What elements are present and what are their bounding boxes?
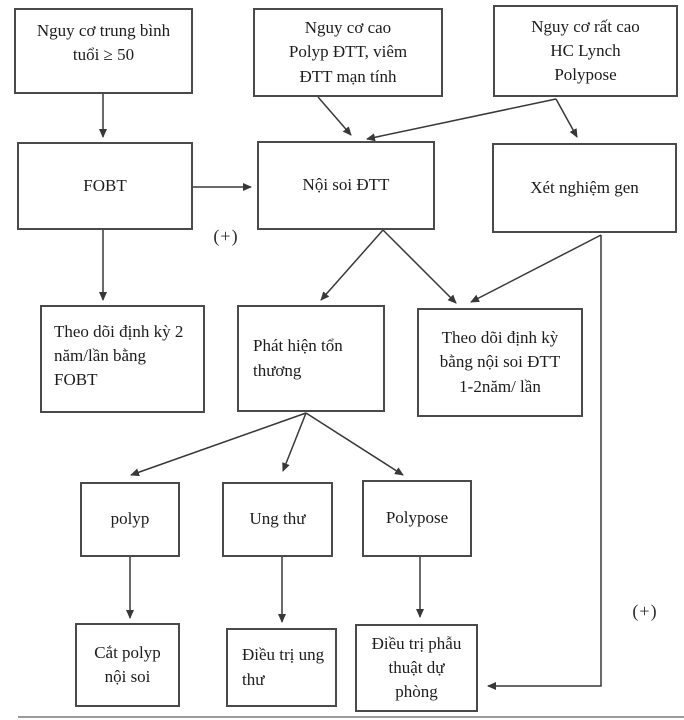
page-edge-line bbox=[18, 716, 684, 718]
node-followup-colonoscopy-label: Theo dõi định kỳ bằng nội soi ĐTT 1-2năm… bbox=[439, 328, 561, 396]
node-cancer-treatment-label: Điều trị ung thư bbox=[242, 645, 325, 689]
node-fobt-label: FOBT bbox=[83, 175, 127, 195]
node-risk-high: Nguy cơ cao Polyp ĐTT, viêm ĐTT mạn tính bbox=[253, 8, 443, 97]
arrow-lesion-to-cancer bbox=[282, 412, 307, 472]
node-risk-average-label: Nguy cơ trung bình tuổi ≥ 50 bbox=[36, 21, 171, 65]
node-prophylactic-surgery: Điều trị phẫu thuật dự phòng bbox=[355, 624, 478, 712]
node-polyp-label: polyp bbox=[110, 509, 150, 529]
node-fobt: FOBT bbox=[17, 142, 193, 230]
node-polyp: polyp bbox=[80, 482, 180, 557]
node-gene-test: Xét nghiệm gen bbox=[492, 143, 677, 233]
arrow-lesion-to-polyp bbox=[130, 412, 307, 477]
arrow-colonoscopy-to-followup-colonoscopy bbox=[382, 229, 457, 304]
arrow-risk-high-to-colonoscopy bbox=[317, 96, 352, 136]
node-lesion-detected: Phát hiện tổn thương bbox=[237, 305, 385, 412]
node-polypose: Polypose bbox=[362, 480, 472, 557]
arrow-lesion-to-polypose bbox=[305, 412, 404, 476]
gene-positive-annotation: (+) bbox=[632, 601, 658, 621]
node-followup-fobt-label: Theo dõi định kỳ 2 năm/lần bằng FOBT bbox=[54, 322, 184, 390]
node-cancer-treatment: Điều trị ung thư bbox=[226, 628, 337, 707]
node-polypose-label: Polypose bbox=[385, 508, 449, 528]
arrow-gene-test-to-prophylactic-surgery bbox=[487, 235, 602, 690]
node-lesion-detected-label: Phát hiện tổn thương bbox=[253, 336, 343, 380]
arrow-colonoscopy-to-lesion bbox=[320, 229, 384, 301]
node-risk-high-label: Nguy cơ cao Polyp ĐTT, viêm ĐTT mạn tính bbox=[288, 18, 408, 86]
node-colonoscopy: Nội soi ĐTT bbox=[257, 141, 435, 230]
node-polypectomy-label: Cắt polyp nội soi bbox=[94, 642, 161, 686]
node-prophylactic-surgery-label: Điều trị phẫu thuật dự phòng bbox=[371, 633, 462, 702]
node-risk-very-high-label: Nguy cơ rất cao HC Lynch Polypose bbox=[531, 16, 640, 85]
node-risk-very-high: Nguy cơ rất cao HC Lynch Polypose bbox=[493, 5, 678, 97]
node-cancer: Ung thư bbox=[222, 482, 333, 557]
node-cancer-label: Ung thư bbox=[249, 509, 306, 529]
arrow-gene-test-to-followup-colonoscopy bbox=[470, 234, 602, 303]
arrow-risk-very-high-to-gene-test bbox=[555, 98, 578, 138]
node-colonoscopy-label: Nội soi ĐTT bbox=[302, 175, 390, 195]
node-followup-colonoscopy: Theo dõi định kỳ bằng nội soi ĐTT 1-2năm… bbox=[417, 308, 583, 417]
arrow-risk-very-high-to-colonoscopy bbox=[366, 98, 557, 142]
node-gene-test-label: Xét nghiệm gen bbox=[530, 177, 639, 197]
node-polypectomy: Cắt polyp nội soi bbox=[75, 623, 180, 707]
node-followup-fobt: Theo dõi định kỳ 2 năm/lần bằng FOBT bbox=[40, 305, 205, 413]
node-risk-average: Nguy cơ trung bình tuổi ≥ 50 bbox=[14, 8, 193, 94]
fobt-positive-annotation: (+) bbox=[213, 226, 239, 246]
